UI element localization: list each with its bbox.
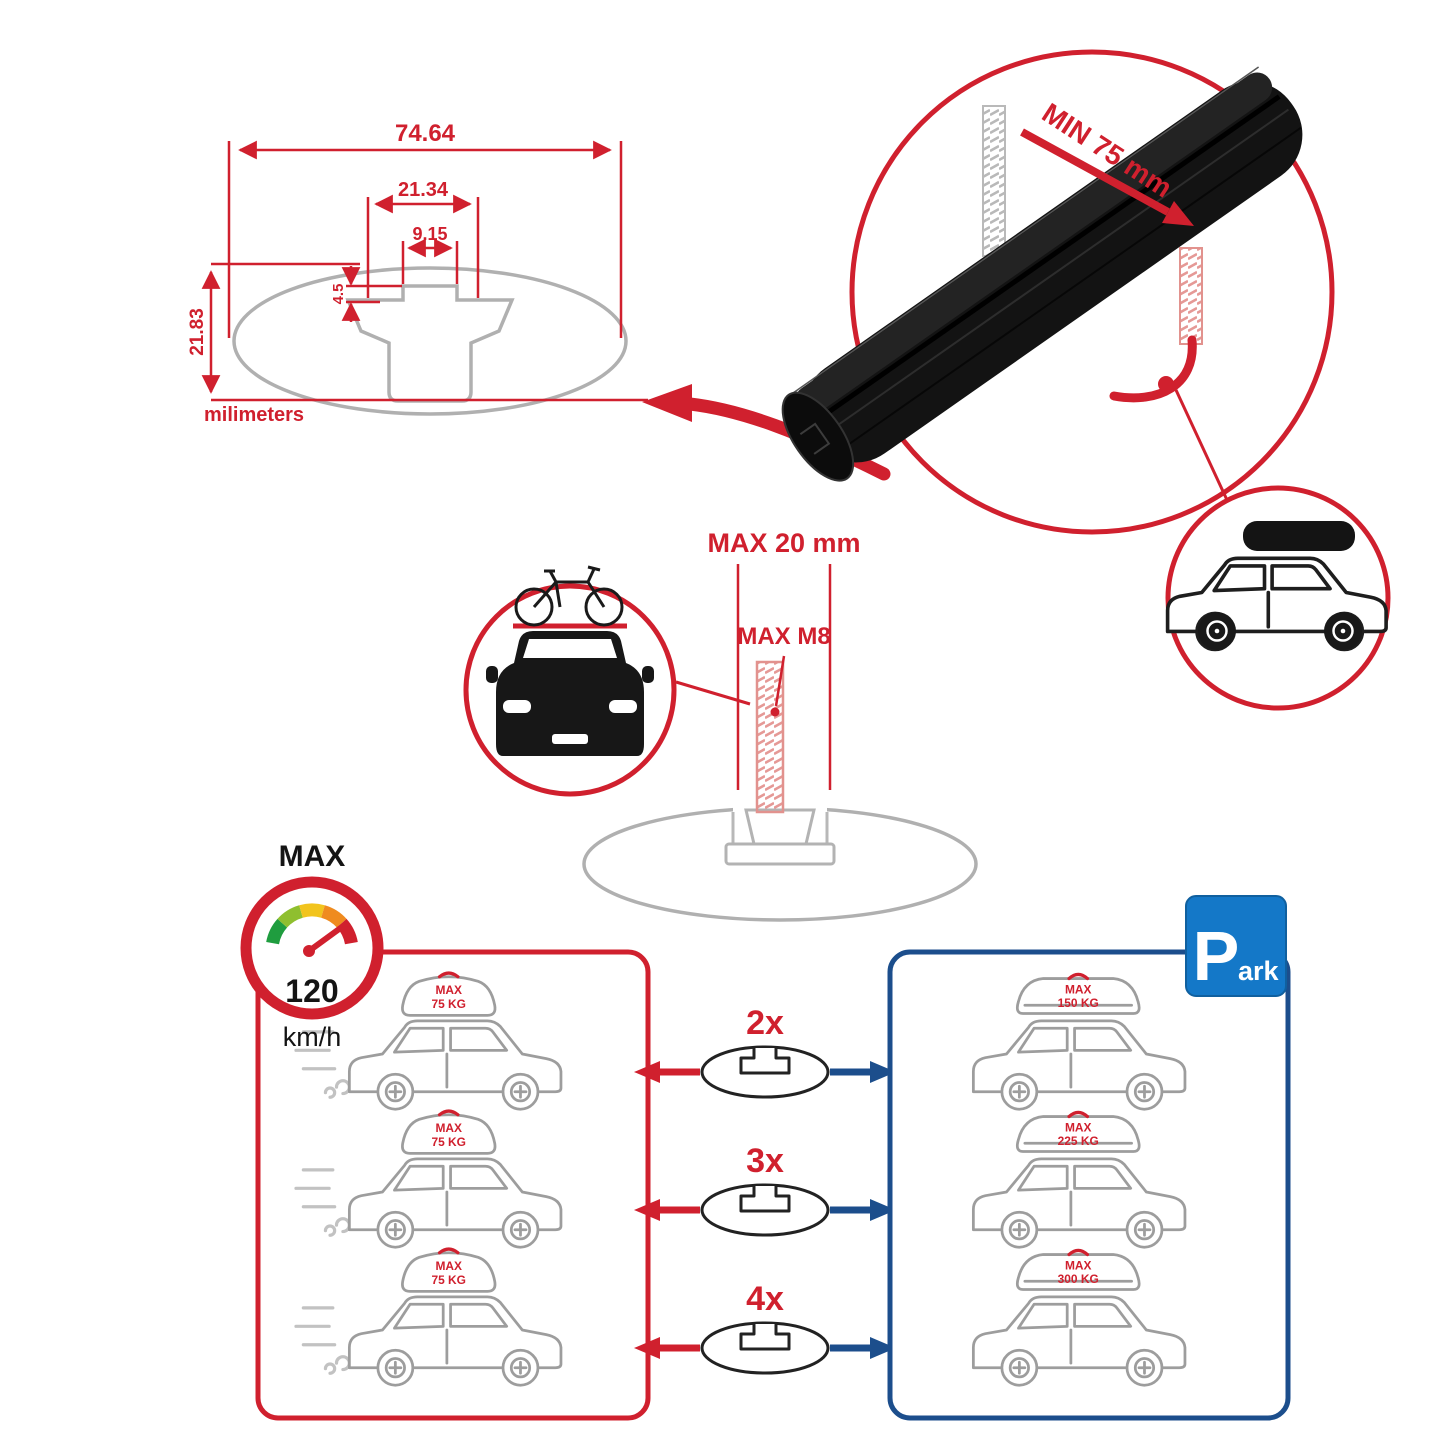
bike-carrier-circle bbox=[463, 565, 751, 797]
multiplier-row-1: 2x bbox=[634, 1004, 896, 1099]
speed-gauge: MAX 120 km/h bbox=[240, 840, 384, 1052]
cargo-max-label: MAX bbox=[435, 983, 462, 997]
cargo-weight-label: 75 KG bbox=[431, 997, 466, 1011]
roof-box-icon bbox=[1243, 521, 1355, 551]
park-sign-letter: P bbox=[1193, 917, 1240, 995]
car-front-icon bbox=[486, 631, 654, 756]
t-slot-nut bbox=[724, 842, 836, 866]
cargo-weight-label: 150 KG bbox=[1058, 996, 1099, 1010]
cargo-max-label: MAX bbox=[1065, 1120, 1092, 1134]
bicycle-icon bbox=[514, 565, 624, 627]
u-bolt-pivot-dot bbox=[1158, 376, 1174, 392]
dim-unit-label: milimeters bbox=[204, 404, 304, 426]
cargo-max-label: MAX bbox=[1065, 1258, 1092, 1272]
dimension-diagram: 74.64 21.34 9.15 4.5 21.83 milimeters bbox=[187, 120, 648, 426]
license-plate-icon bbox=[552, 734, 588, 744]
headlight-left-icon bbox=[503, 700, 531, 713]
parked-car-row-3: MAX 300 KG bbox=[971, 1248, 1187, 1387]
cargo-max-label: MAX bbox=[1065, 982, 1092, 996]
min-spacing-arrow bbox=[1020, 128, 1170, 216]
park-sign: P ark bbox=[1185, 895, 1287, 997]
multiplier-label: 2x bbox=[746, 1004, 784, 1042]
park-sign-suffix: ark bbox=[1238, 956, 1280, 986]
parked-car-row-2: MAX 225 KG bbox=[971, 1110, 1187, 1249]
speed-value: 120 bbox=[285, 973, 338, 1009]
parked-car-row-1: MAX 150 KG bbox=[971, 972, 1187, 1111]
multiplier-row-2: 3x bbox=[634, 1142, 896, 1237]
cargo-weight-label: 75 KG bbox=[431, 1273, 466, 1287]
crossbar-render bbox=[781, 66, 1303, 482]
bolt-diagram: MAX 20 mm MAX M8 bbox=[582, 528, 978, 922]
multiplier-label: 4x bbox=[746, 1280, 784, 1318]
multiplier-row-3: 4x bbox=[634, 1280, 896, 1375]
vehicle-circle bbox=[1165, 485, 1391, 711]
bar-section-icon bbox=[700, 1183, 830, 1237]
driving-car-row-2: MAX 75 KG bbox=[294, 1109, 563, 1249]
cargo-weight-label: 225 KG bbox=[1058, 1134, 1099, 1148]
speed-unit: km/h bbox=[283, 1022, 342, 1052]
bolt-max-length-label: MAX 20 mm bbox=[707, 528, 860, 558]
crossbar-detail-circle: MIN 75 mm bbox=[781, 49, 1335, 535]
bolt-max-thread-label: MAX M8 bbox=[737, 623, 830, 650]
cargo-max-label: MAX bbox=[435, 1121, 462, 1135]
bar-section-icon bbox=[700, 1321, 830, 1375]
multiplier-label: 3x bbox=[746, 1142, 784, 1180]
driving-car-row-1: MAX 75 KG bbox=[294, 971, 563, 1111]
leader-line-to-bolt bbox=[675, 680, 751, 706]
headlight-right-icon bbox=[609, 700, 637, 713]
dim-total-width-label: 74.64 bbox=[395, 120, 456, 147]
cargo-weight-label: 75 KG bbox=[431, 1135, 466, 1149]
circle-connector-line bbox=[1174, 389, 1229, 501]
u-bolt-left-thread bbox=[982, 105, 1006, 257]
bolt-head bbox=[744, 808, 816, 846]
cargo-max-label: MAX bbox=[435, 1259, 462, 1273]
dim-channel-width-label: 21.34 bbox=[398, 179, 449, 201]
suv-wheels bbox=[1198, 612, 1362, 650]
driving-car-row-3: MAX 75 KG bbox=[294, 1247, 563, 1387]
dim-slot-width-label: 9.15 bbox=[412, 224, 447, 244]
gauge-needle bbox=[306, 921, 349, 954]
crossbar-end-cap bbox=[781, 391, 855, 482]
dim-height-label: 21.83 bbox=[187, 308, 208, 356]
bar-section-icon bbox=[700, 1045, 830, 1099]
cargo-weight-label: 300 KG bbox=[1058, 1272, 1099, 1286]
speed-max-label: MAX bbox=[279, 840, 346, 873]
dim-slot-depth-label: 4.5 bbox=[330, 284, 347, 305]
u-bolt-right-thread bbox=[1179, 247, 1203, 345]
